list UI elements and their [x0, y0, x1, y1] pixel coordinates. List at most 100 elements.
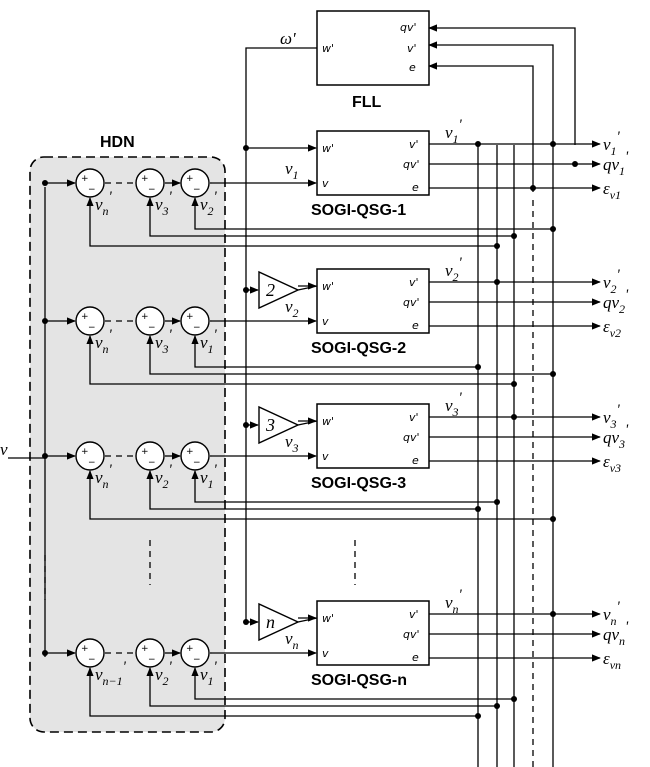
summing-junction	[180, 441, 210, 471]
feedback-junction	[494, 703, 500, 709]
summing-junction	[75, 168, 105, 198]
hdn-input-label: v2'	[155, 659, 173, 688]
qsg-title-4: SOGI-QSG-n	[311, 672, 407, 689]
summing-junction	[180, 306, 210, 336]
trunk-junction	[42, 180, 48, 186]
qsg-port-vout: v'	[409, 411, 419, 424]
feedback-wire	[86, 197, 497, 247]
gain-triangle-4	[258, 602, 300, 642]
qsg-port-w: w'	[322, 280, 334, 293]
plus-sign: +	[81, 447, 89, 457]
summing-junction	[75, 441, 105, 471]
feedback-wire	[191, 335, 478, 368]
qsg-port-w: w'	[322, 142, 334, 155]
hdn-input-label: vn'	[95, 189, 113, 218]
fll-port-v: v'	[407, 42, 417, 55]
summing-junction	[135, 168, 165, 198]
minus-sign: −	[88, 655, 96, 665]
omega-feedback-label: ω'	[280, 29, 296, 48]
output-label-2: εv3	[603, 452, 621, 475]
qsg-title-1: SOGI-QSG-1	[311, 202, 406, 219]
qsg-port-v: v	[322, 450, 329, 463]
fll-e-wire	[428, 62, 534, 192]
feedback-wire	[146, 335, 553, 375]
output-label-0: vn'	[603, 599, 621, 628]
qsg-port-e: e	[412, 319, 419, 332]
fll-junction	[550, 141, 556, 147]
sogi-qsg-block-2[interactable]	[316, 268, 430, 334]
sogi-qsg-block-1[interactable]	[316, 130, 430, 196]
minus-sign: −	[193, 323, 201, 333]
feedback-wire	[191, 667, 514, 700]
hdn-input-label: v2'	[200, 189, 218, 218]
sogi-qsg-block-4[interactable]	[316, 600, 430, 666]
feedback-junction	[511, 696, 517, 702]
junction-dot	[243, 619, 249, 625]
trunk-junction	[42, 318, 48, 324]
qsg-title-3: SOGI-QSG-3	[311, 475, 406, 492]
summing-junction	[135, 306, 165, 336]
feedback-junction	[511, 233, 517, 239]
qsg-port-vout: v'	[409, 138, 419, 151]
feedback-junction	[550, 371, 556, 377]
feedback-wire	[86, 667, 478, 717]
minus-sign: −	[88, 458, 96, 468]
bus-junction	[494, 279, 500, 285]
hdn-input-label: vn−1'	[95, 659, 127, 688]
hdn-label: HDN	[100, 134, 135, 151]
minus-sign: −	[88, 185, 96, 195]
summing-junction	[135, 638, 165, 668]
output-label-0: v2'	[603, 267, 621, 296]
trunk-junction	[42, 453, 48, 459]
internal-signal-label: v1'	[445, 117, 463, 146]
feedback-junction	[550, 516, 556, 522]
sogi-qsg-block-3[interactable]	[316, 403, 430, 469]
qsg-title-2: SOGI-QSG-2	[311, 340, 406, 357]
minus-sign: −	[148, 458, 156, 468]
minus-sign: −	[148, 185, 156, 195]
qsg-input-label: vn	[285, 629, 299, 652]
minus-sign: −	[193, 458, 201, 468]
output-label-2: εv2	[603, 317, 621, 340]
plus-sign: +	[141, 447, 149, 457]
output-label-2: εv1	[603, 179, 621, 202]
plus-sign: +	[186, 174, 194, 184]
qsg-port-e: e	[412, 181, 419, 194]
hdn-input-label: v3'	[155, 327, 173, 356]
bus-junction	[475, 141, 481, 147]
output-label-1: qv3'	[603, 422, 629, 451]
hdn-input-label: vn'	[95, 327, 113, 356]
gain-label: n	[266, 612, 275, 632]
qsg-input-label: v1	[285, 159, 299, 182]
feedback-junction	[550, 226, 556, 232]
output-label-1: qv2'	[603, 287, 629, 316]
junction-dot	[243, 422, 249, 428]
fll-block[interactable]	[316, 10, 430, 86]
qsg-port-w: w'	[322, 415, 334, 428]
feedback-junction	[494, 499, 500, 505]
fll-qv-wire	[428, 24, 576, 145]
plus-sign: +	[81, 312, 89, 322]
hdn-input-label: v3'	[155, 189, 173, 218]
gain-label: 3	[265, 415, 275, 435]
output-label-2: εvn	[603, 649, 621, 672]
hdn-input-label: v2'	[155, 462, 173, 491]
qsg-port-vout: v'	[409, 608, 419, 621]
hdn-region	[29, 156, 226, 733]
junction-dot	[243, 287, 249, 293]
fll-junction	[530, 185, 536, 191]
omega-wire	[245, 47, 317, 145]
qsg-port-qvout: qv'	[403, 431, 420, 444]
feedback-wire	[146, 667, 497, 707]
qsg-port-v: v	[322, 647, 329, 660]
hdn-input-label: v1'	[200, 327, 218, 356]
feedback-junction	[475, 364, 481, 370]
gain-triangle-2	[258, 270, 300, 310]
feedback-junction	[475, 506, 481, 512]
feedback-wire	[191, 470, 497, 503]
fll-port-qv: qv'	[400, 21, 417, 34]
feedback-junction	[494, 243, 500, 249]
feedback-wire	[146, 197, 514, 237]
gain-triangle-3	[258, 405, 300, 445]
